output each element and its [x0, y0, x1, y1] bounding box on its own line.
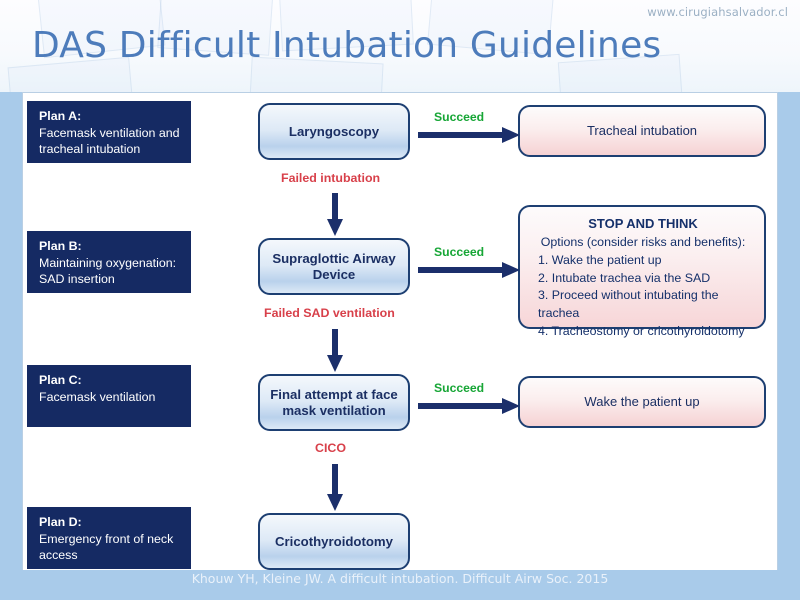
- arrow-failed-sad-ventilation: [327, 329, 343, 372]
- footer-citation: Khouw YH, Kleine JW. A difficult intubat…: [191, 571, 609, 586]
- stop-and-think-subtitle: Options (consider risks and benefits):: [540, 234, 746, 249]
- flowchart-panel: Plan A: Facemask ventilation and trachea…: [22, 92, 778, 572]
- flow-node-tracheal-intubation[interactable]: Tracheal intubation: [518, 105, 766, 157]
- flow-node-wake-patient-label: Wake the patient up: [584, 394, 700, 409]
- site-url-watermark: www.cirugiahsalvador.cl: [647, 5, 788, 19]
- arrow-succeed-2: [418, 262, 520, 278]
- flow-node-cricothyroidotomy-label: Cricothyroidotomy: [275, 533, 393, 549]
- flow-node-wake-the-patient-up[interactable]: Wake the patient up: [518, 376, 766, 428]
- flow-node-tracheal-intubation-label: Tracheal intubation: [586, 123, 698, 138]
- plan-b-title: Plan B:: [39, 239, 82, 253]
- plan-b-description: Maintaining oxygenation: SAD insertion: [39, 255, 177, 287]
- flow-node-supraglottic-airway-device[interactable]: Supraglottic Airway Device: [258, 238, 410, 295]
- label-cico: CICO: [315, 441, 346, 455]
- arrow-cico: [327, 464, 343, 511]
- label-succeed-3: Succeed: [434, 381, 485, 395]
- plan-c-description: Facemask ventilation: [39, 389, 156, 404]
- arrow-succeed-1: [418, 127, 520, 143]
- flow-node-final-attempt[interactable]: Final attempt at face mask ventilation: [258, 374, 410, 431]
- plan-box-c: Plan C: Facemask ventilation: [27, 365, 191, 427]
- label-succeed-1: Succeed: [434, 110, 485, 124]
- page-title: DAS Difficult Intubation Guidelines: [32, 25, 662, 66]
- plan-box-b: Plan B: Maintaining oxygenation: SAD ins…: [27, 231, 191, 293]
- flow-node-cricothyroidotomy[interactable]: Cricothyroidotomy: [258, 513, 410, 570]
- stop-and-think-title: STOP AND THINK: [588, 216, 698, 231]
- flow-node-stop-and-think[interactable]: STOP AND THINK Options (consider risks a…: [518, 205, 766, 338]
- flow-node-laryngoscopy-label: Laryngoscopy: [288, 123, 380, 139]
- flow-node-sad-label: Supraglottic Airway Device: [272, 250, 396, 282]
- flow-node-final-attempt-label: Final attempt at face mask ventilation: [270, 386, 398, 418]
- plan-c-title: Plan C:: [39, 373, 82, 387]
- slide-header: www.cirugiahsalvador.cl DAS Difficult In…: [0, 0, 800, 92]
- flow-node-laryngoscopy[interactable]: Laryngoscopy: [258, 103, 410, 160]
- plan-d-title: Plan D:: [39, 515, 82, 529]
- stop-and-think-option-1: 1. Wake the patient up: [538, 253, 662, 268]
- arrow-failed-intubation: [327, 193, 343, 236]
- footer-bar: [0, 570, 800, 600]
- stop-and-think-option-4: 4. Tracheostomy or cricothyroidotomy: [538, 323, 745, 338]
- plan-a-description: Facemask ventilation and tracheal intuba…: [39, 125, 180, 157]
- label-failed-sad-ventilation: Failed SAD ventilation: [264, 306, 395, 320]
- plan-box-d: Plan D: Emergency front of neck access: [27, 507, 191, 569]
- plan-a-title: Plan A:: [39, 109, 82, 123]
- stop-and-think-option-2: 2. Intubate trachea via the SAD: [538, 270, 711, 285]
- plan-box-a: Plan A: Facemask ventilation and trachea…: [27, 101, 191, 163]
- arrow-succeed-3: [418, 398, 520, 414]
- label-failed-intubation: Failed intubation: [281, 171, 381, 185]
- plan-d-description: Emergency front of neck access: [39, 531, 174, 563]
- label-succeed-2: Succeed: [434, 245, 485, 259]
- stop-and-think-option-3: 3. Proceed without intubating the trache…: [538, 288, 719, 320]
